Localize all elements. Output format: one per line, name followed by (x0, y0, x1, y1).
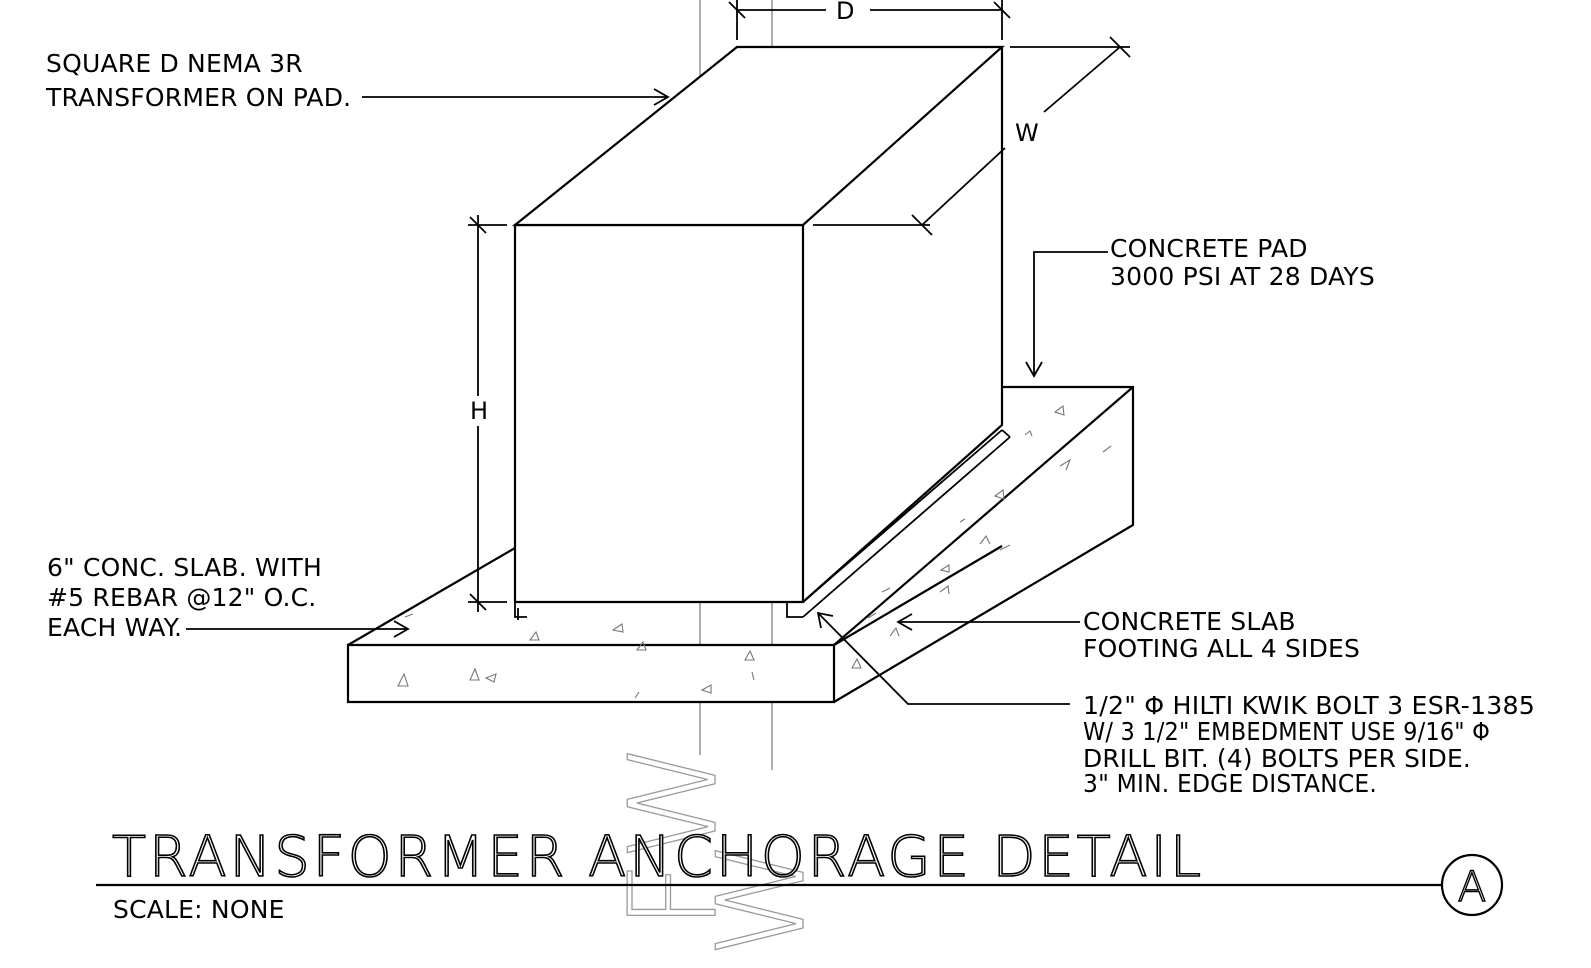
dimension-d-label: D (836, 0, 854, 25)
detail-tag: A (1458, 862, 1487, 911)
note-footing-line-2: FOOTING ALL 4 SIDES (1083, 634, 1360, 663)
ghost-mark-4: W (693, 839, 832, 958)
note-bolt: 1/2" Φ HILTI KWIK BOLT 3 ESR-1385 W/ 3 1… (1083, 691, 1535, 798)
note-pad: CONCRETE PAD 3000 PSI AT 28 DAYS (1110, 234, 1375, 291)
note-slab-line-1: 6" CONC. SLAB. WITH (47, 553, 322, 582)
note-transformer-line-2: TRANSFORMER ON PAD. (45, 83, 351, 112)
note-pad-line-2: 3000 PSI AT 28 DAYS (1110, 262, 1375, 291)
scale-note: SCALE: NONE (113, 895, 285, 924)
detail-title: TRANSFORMER ANCHORAGE DETAIL (112, 825, 1204, 890)
title-block: TRANSFORMER ANCHORAGE DETAIL A SCALE: NO… (96, 824, 1504, 924)
note-bolt-line-3: DRILL BIT. (4) BOLTS PER SIDE. (1083, 744, 1471, 773)
note-bolt-line-1: 1/2" Φ HILTI KWIK BOLT 3 ESR-1385 (1083, 691, 1535, 720)
note-slab-line-2: #5 REBAR @12" O.C. (47, 583, 316, 612)
note-slab-line-3: EACH WAY. (47, 613, 182, 642)
concrete-aggregate (397, 404, 1112, 699)
ghost-mark-3: FW (605, 742, 744, 930)
note-transformer-line-1: SQUARE D NEMA 3R (46, 49, 303, 78)
dimension-h: H (468, 215, 507, 612)
concrete-slab (346, 385, 1135, 704)
note-bolt-line-4: 3" MIN. EDGE DISTANCE. (1083, 769, 1377, 798)
dimension-h-label: H (470, 397, 488, 425)
leaders (186, 88, 1108, 705)
dimension-w-label: W (1015, 119, 1039, 147)
note-footing-line-1: CONCRETE SLAB (1083, 607, 1296, 636)
note-bolt-line-2: W/ 3 1/2" EMBEDMENT USE 9/16" Φ (1083, 717, 1490, 746)
dimension-w: W (813, 36, 1131, 236)
note-transformer: SQUARE D NEMA 3R TRANSFORMER ON PAD. (45, 49, 351, 112)
note-pad-line-1: CONCRETE PAD (1110, 234, 1308, 263)
transformer-box (511, 45, 1005, 604)
note-footing: CONCRETE SLAB FOOTING ALL 4 SIDES (1083, 607, 1360, 663)
dimension-d: D (728, 0, 1011, 40)
note-slab: 6" CONC. SLAB. WITH #5 REBAR @12" O.C. E… (47, 553, 322, 642)
